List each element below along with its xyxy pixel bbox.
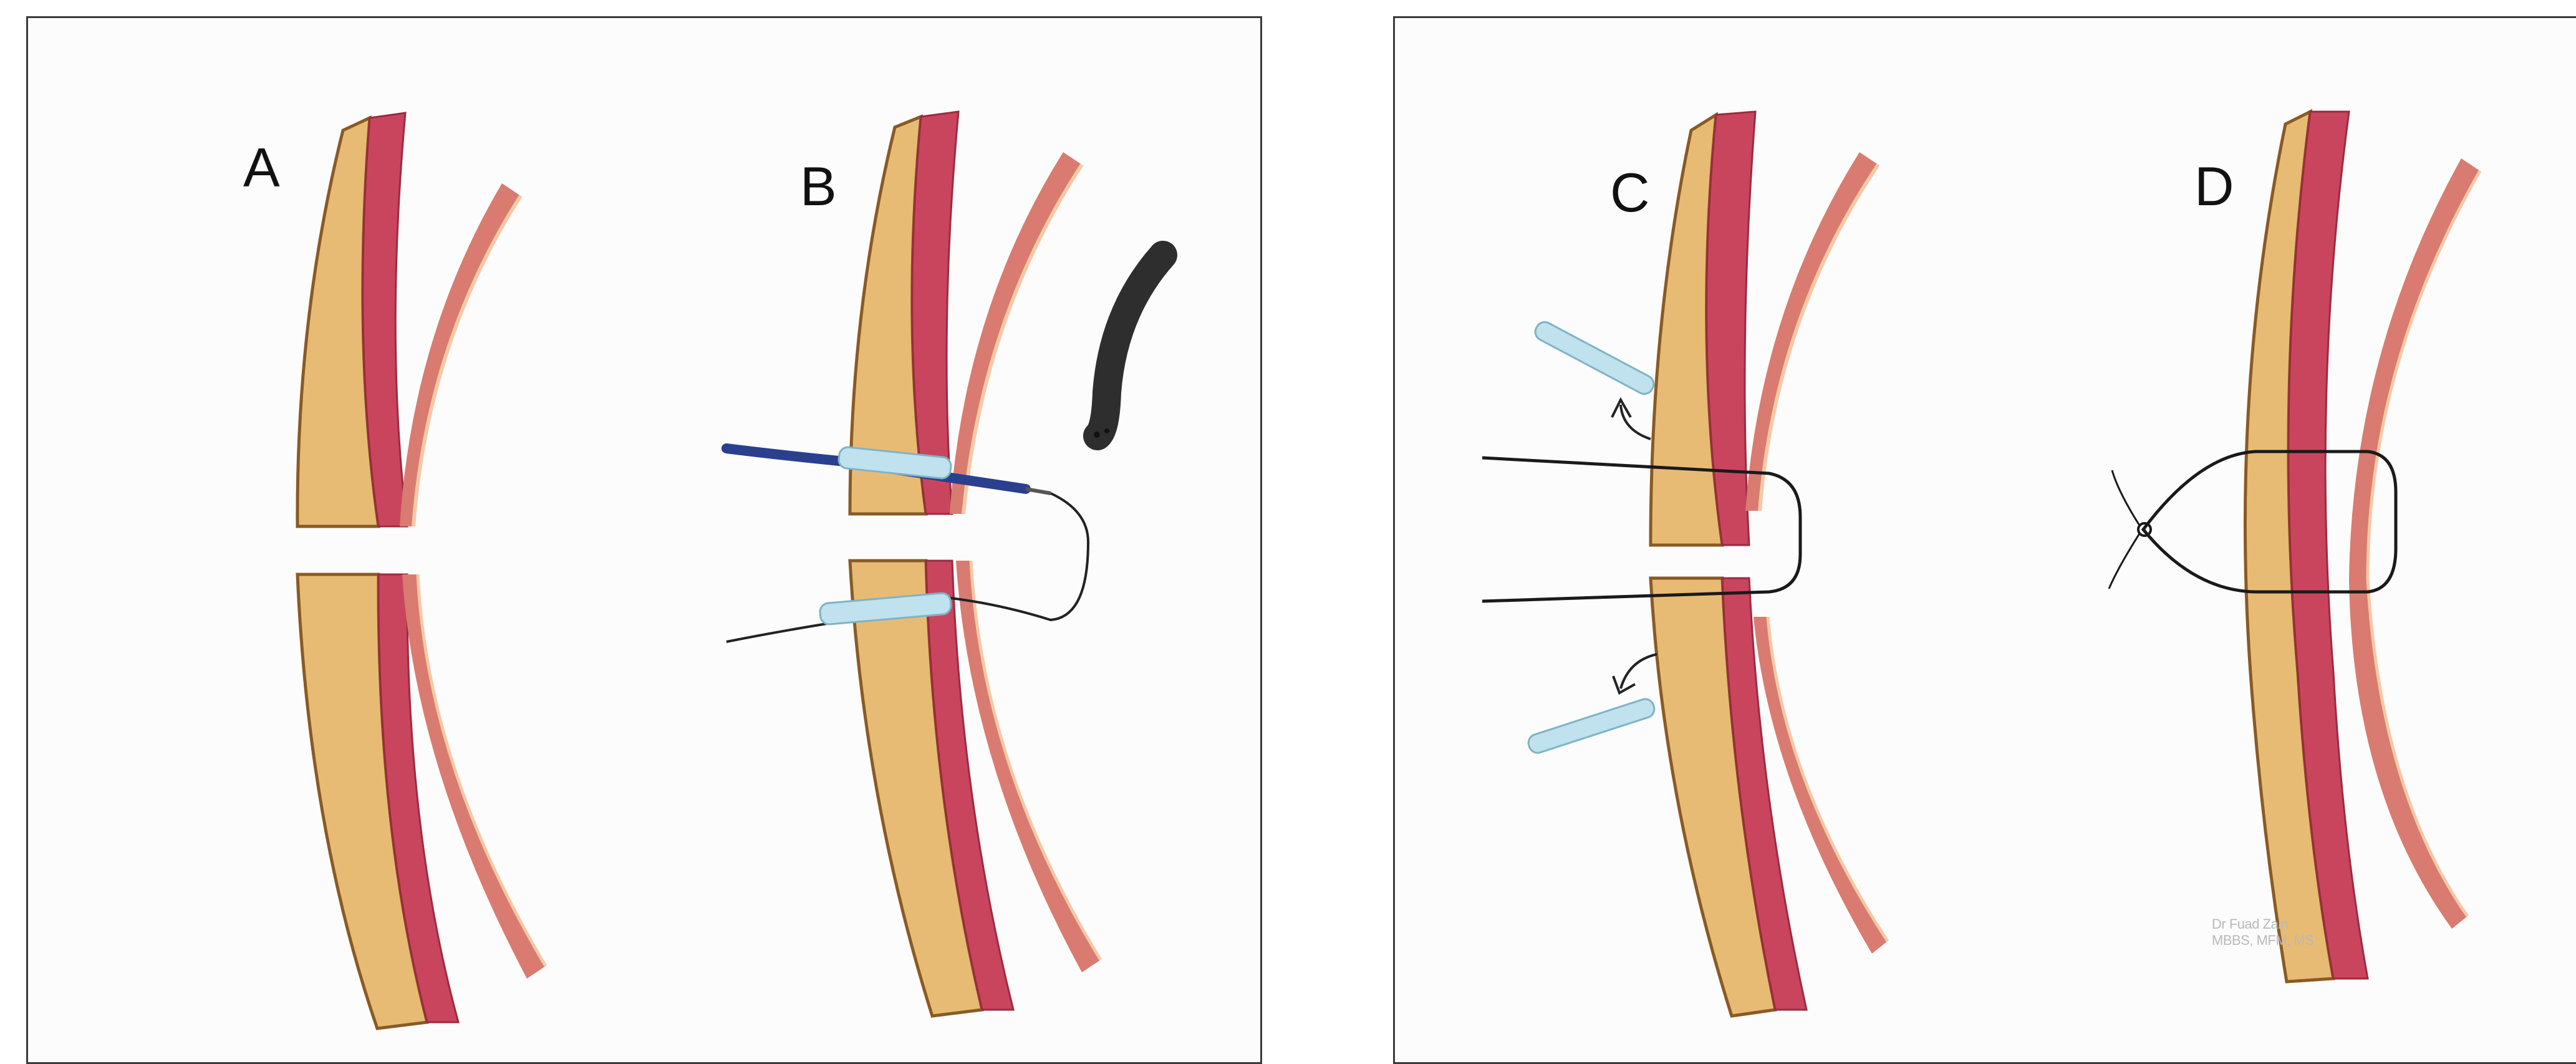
watermark: Dr Fuad Zain MBBS, MFM, MS [2212, 916, 2313, 949]
arrow-icon [1613, 654, 1657, 693]
label-b: B [800, 155, 837, 217]
label-c: C [1610, 162, 1650, 223]
endoscope-icon [1094, 255, 1163, 438]
abdominal-wall-d [2245, 112, 2480, 982]
illustration-c-d: C D [1395, 18, 2576, 1064]
watermark-line-1: Dr Fuad Zain [2212, 916, 2313, 932]
arrow-icon [1612, 400, 1651, 439]
muscle-layer-b-upper [912, 112, 958, 514]
panel-a-b: A B [26, 16, 1262, 1064]
abdominal-wall-b [850, 112, 1101, 1016]
bolster-icon [1527, 697, 1657, 755]
label-d: D [2194, 155, 2234, 217]
bolster-icon [1532, 319, 1657, 397]
label-a: A [243, 137, 280, 198]
muscle-layer-c-upper [1707, 112, 1755, 545]
abdominal-wall-a [297, 113, 546, 1028]
illustration-a-b: A B [28, 18, 1262, 1064]
panel-c-d: C D [1393, 16, 2576, 1064]
watermark-line-2: MBBS, MFM, MS [2212, 932, 2313, 949]
abdominal-wall-c [1651, 112, 1888, 1016]
